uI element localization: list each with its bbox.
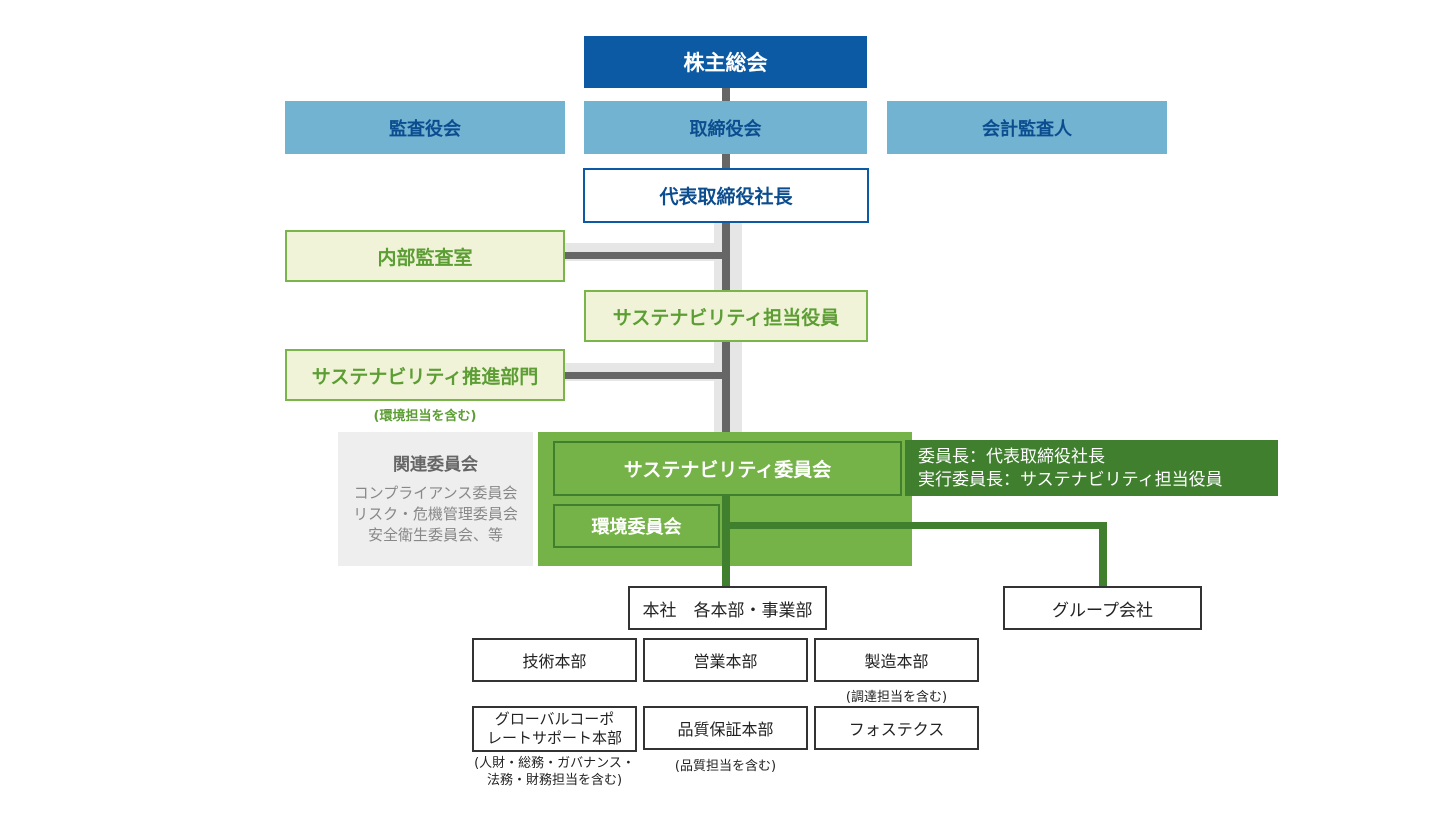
promotion-dept-connector <box>565 372 725 379</box>
node-sustainability-officer-label: サステナビリティ担当役員 <box>612 306 840 329</box>
internal-audit-connector <box>565 252 725 259</box>
node-accounting-auditor-label: 会計監査人 <box>982 118 1072 140</box>
node-president-label: 代表取締役社長 <box>659 186 793 208</box>
related-committees-list: コンプライアンス委員会 リスク・危機管理委員会 安全衛生委員会、等 <box>353 484 518 544</box>
node-shareholders-label: 株主総会 <box>683 51 768 75</box>
committee-to-group-horizontal <box>726 522 1107 529</box>
node-auditors: 監査役会 <box>285 101 565 154</box>
node-sustainability-dept: サステナビリティ推進部門 <box>285 349 565 401</box>
node-sustainability-committee: サステナビリティ委員会 <box>553 441 902 496</box>
node-sustainability-committee-label: サステナビリティ委員会 <box>623 459 832 481</box>
node-hq-divisions-label: 本社 各本部・事業部 <box>642 600 813 621</box>
node-environment-committee-label: 環境委員会 <box>591 517 682 538</box>
node-sustainability-dept-label: サステナビリティ推進部門 <box>311 365 539 388</box>
committee-to-hq-connector <box>722 496 730 586</box>
committee-to-group-vertical <box>1099 522 1107 586</box>
node-sales: 営業本部 <box>643 638 808 682</box>
node-group-companies-label: グループ会社 <box>1052 600 1153 621</box>
node-group-companies: グループ会社 <box>1003 586 1202 630</box>
node-manufacturing-label: 製造本部 <box>864 652 929 671</box>
node-fostex-label: フォステクス <box>848 720 945 739</box>
main-trunk-line <box>722 88 730 434</box>
related-committees-panel: 関連委員会 コンプライアンス委員会 リスク・危機管理委員会 安全衛生委員会、等 <box>338 432 533 566</box>
node-board-label: 取締役会 <box>689 118 762 140</box>
node-president: 代表取締役社長 <box>583 168 869 223</box>
node-shareholders: 株主総会 <box>584 36 867 88</box>
node-internal-audit-label: 内部監査室 <box>377 246 473 269</box>
node-global-corporate: グローバルコーポ レートサポート本部 <box>472 706 637 752</box>
node-quality-label: 品質保証本部 <box>677 720 774 739</box>
node-auditors-label: 監査役会 <box>389 118 461 140</box>
node-environment-committee: 環境委員会 <box>553 504 720 548</box>
node-hq-divisions: 本社 各本部・事業部 <box>628 586 827 630</box>
node-manufacturing: 製造本部 <box>814 638 979 682</box>
manufacturing-note: (調達担当を含む) <box>845 690 948 705</box>
committee-chairs-box: 委員長：代表取締役社長 実行委員長：サステナビリティ担当役員 <box>905 440 1278 496</box>
node-sustainability-officer: サステナビリティ担当役員 <box>584 290 868 342</box>
quality-note: (品質担当を含む) <box>674 759 777 774</box>
node-board: 取締役会 <box>584 101 867 154</box>
sustainability-dept-note: (環境担当を含む) <box>373 409 477 424</box>
related-committees-title: 関連委員会 <box>393 455 478 475</box>
committee-chairs-text: 委員長：代表取締役社長 実行委員長：サステナビリティ担当役員 <box>918 447 1223 490</box>
node-internal-audit: 内部監査室 <box>285 230 565 282</box>
node-fostex: フォステクス <box>814 706 979 750</box>
node-tech: 技術本部 <box>472 638 637 682</box>
node-tech-label: 技術本部 <box>522 652 587 671</box>
global-corporate-note: (人財・総務・ガバナンス・ 法務・財務担当を含む) <box>474 756 635 788</box>
node-sales-label: 営業本部 <box>693 652 758 671</box>
node-accounting-auditor: 会計監査人 <box>887 101 1167 154</box>
node-quality: 品質保証本部 <box>643 706 808 750</box>
